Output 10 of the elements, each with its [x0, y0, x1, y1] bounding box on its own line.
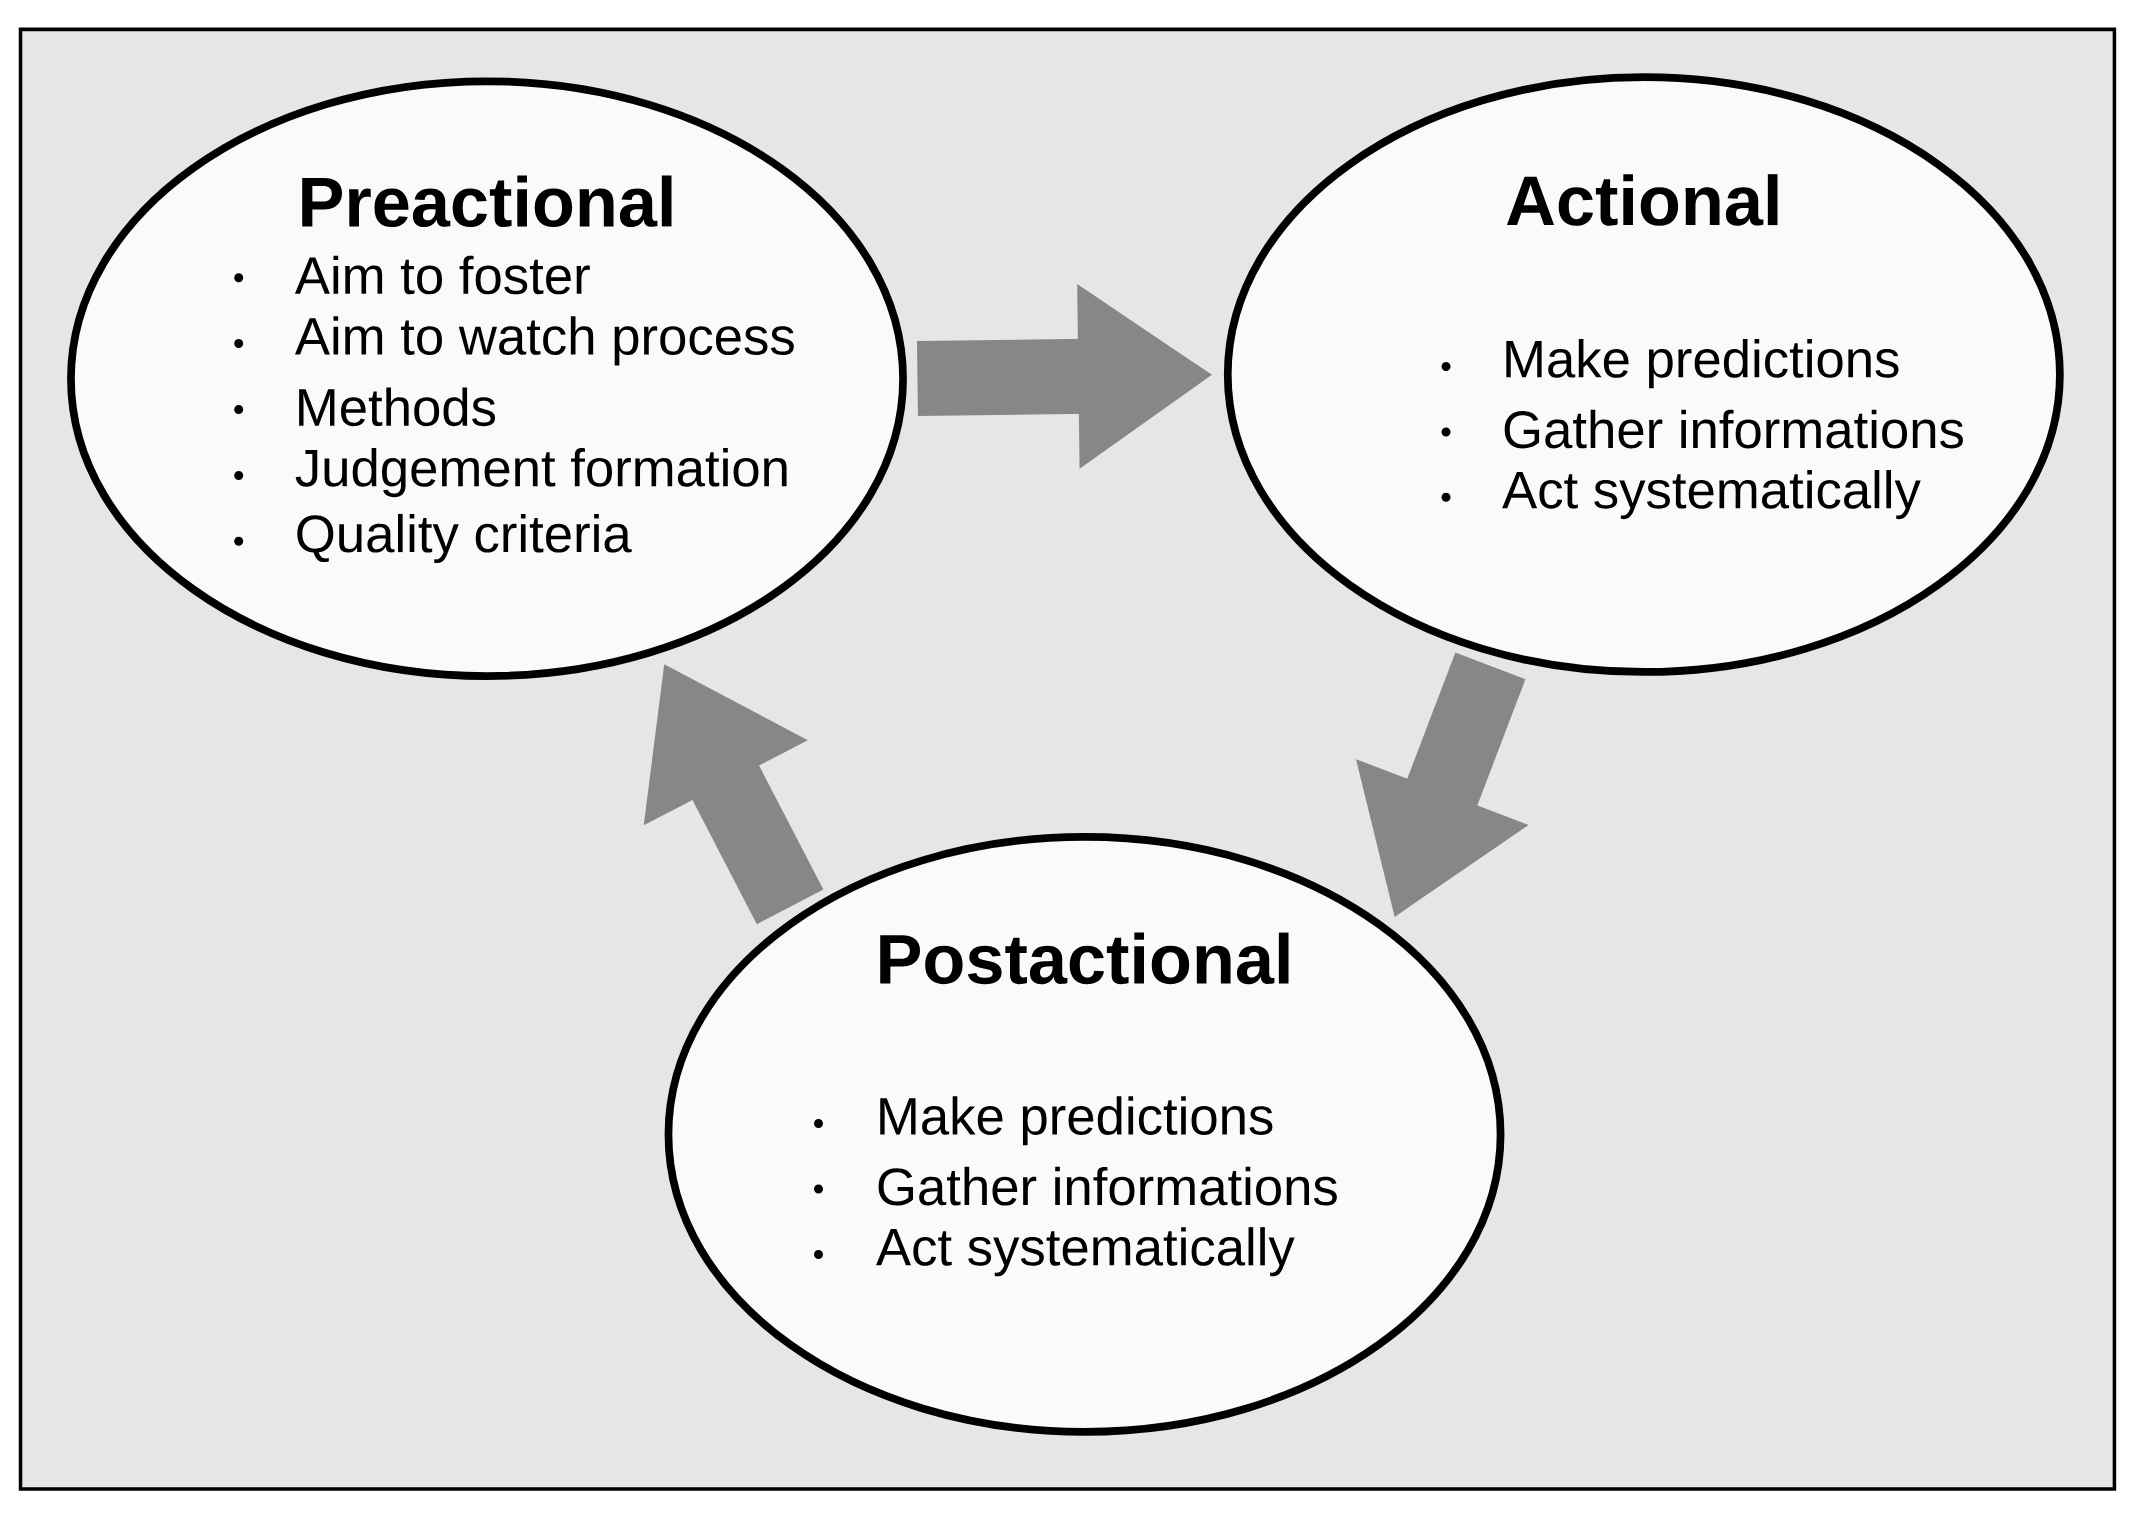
heading: Postactional [880, 932, 1289, 985]
bullet-item: Gather informations [814, 1166, 1337, 1206]
bullet-item: Judgement formation [234, 448, 787, 498]
bullet-item: Make predictions [814, 1096, 1273, 1146]
bullet-item: Methods [234, 387, 496, 427]
bullet-item: Act systematically [814, 1227, 1295, 1277]
bullet-item: Aim to foster [234, 255, 590, 295]
bullet-item: Quality criteria [234, 513, 632, 564]
heading: Preactional [302, 175, 672, 228]
bullet-item: Aim to watch process [234, 316, 794, 366]
